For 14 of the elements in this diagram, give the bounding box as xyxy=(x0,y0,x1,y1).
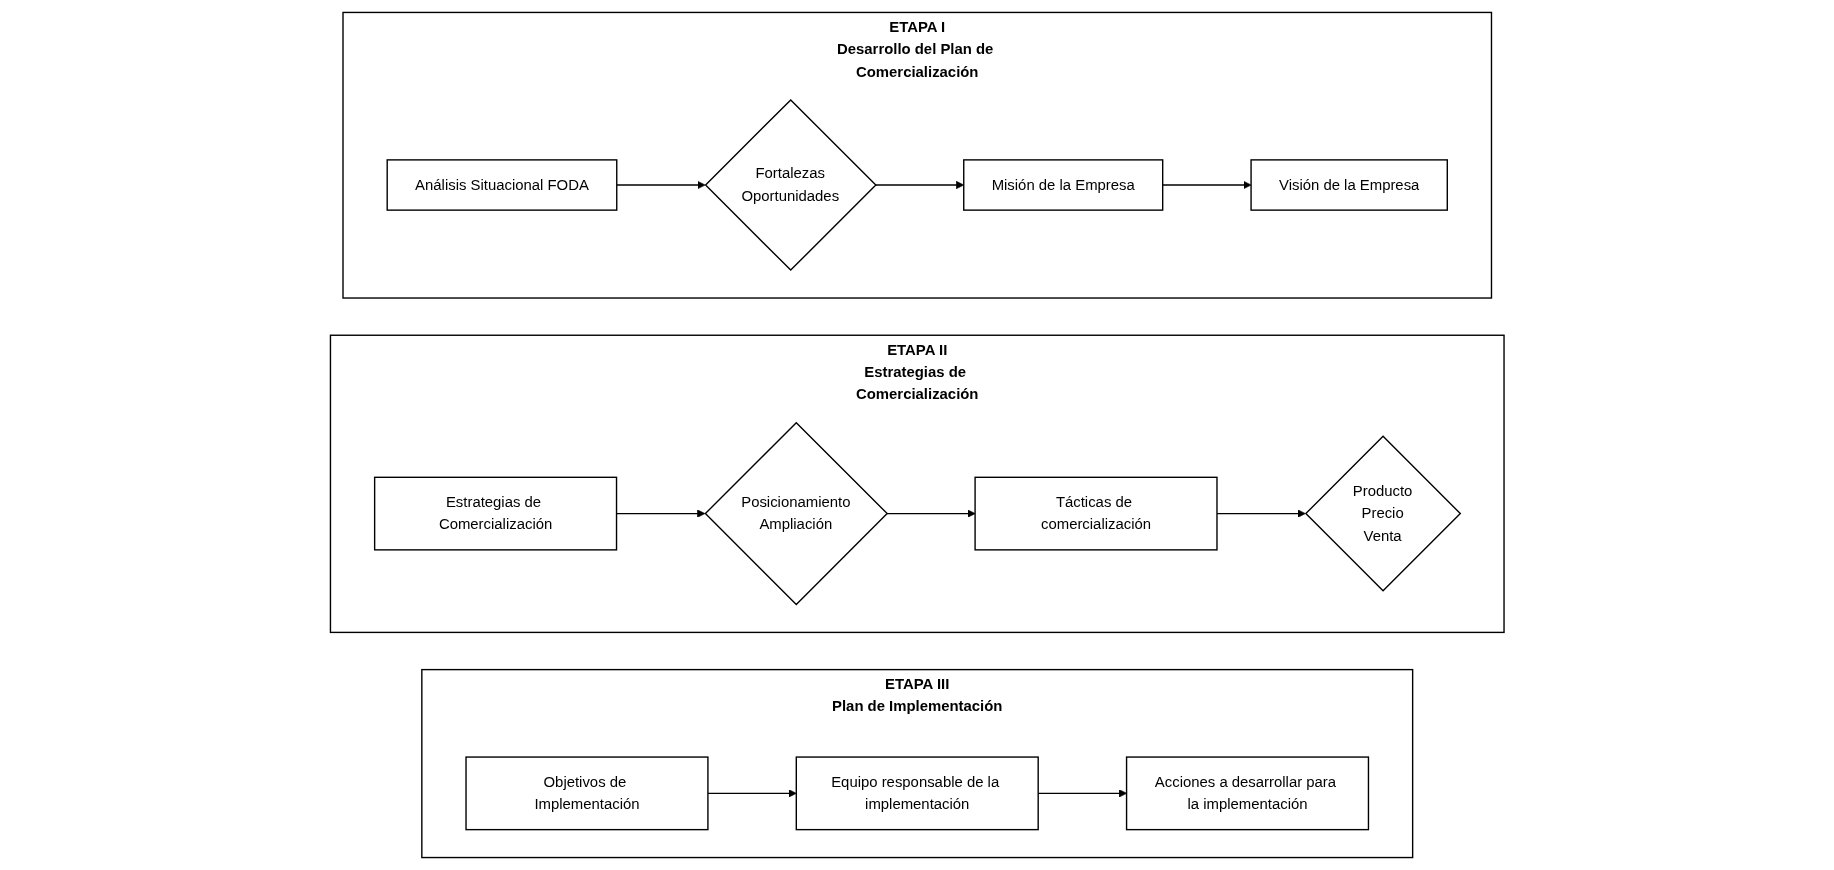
node-box: Equipo responsable de la implementación xyxy=(795,756,1039,831)
arrow xyxy=(1216,509,1306,518)
node-diamond: Fortalezas Oportunidades xyxy=(704,98,877,272)
node-diamond: Posicionamiento Ampliación xyxy=(704,421,888,606)
arrow xyxy=(874,180,964,190)
node-box: Misión de la Empresa xyxy=(962,159,1164,211)
node-box: Visión de la Empresa xyxy=(1250,159,1448,211)
node-box: Acciones a desarrollar para la implementación xyxy=(1125,756,1369,831)
arrow xyxy=(1037,789,1127,798)
node-diamond: Producto Precio Venta xyxy=(1304,435,1462,592)
node-box: Objetivos de Implementación xyxy=(465,756,709,831)
node-box: Análisis Situacional FODA xyxy=(386,159,618,211)
node-box: Tácticas de comercialización xyxy=(974,476,1218,551)
node-box: Estrategias de Comercialización xyxy=(373,476,617,551)
